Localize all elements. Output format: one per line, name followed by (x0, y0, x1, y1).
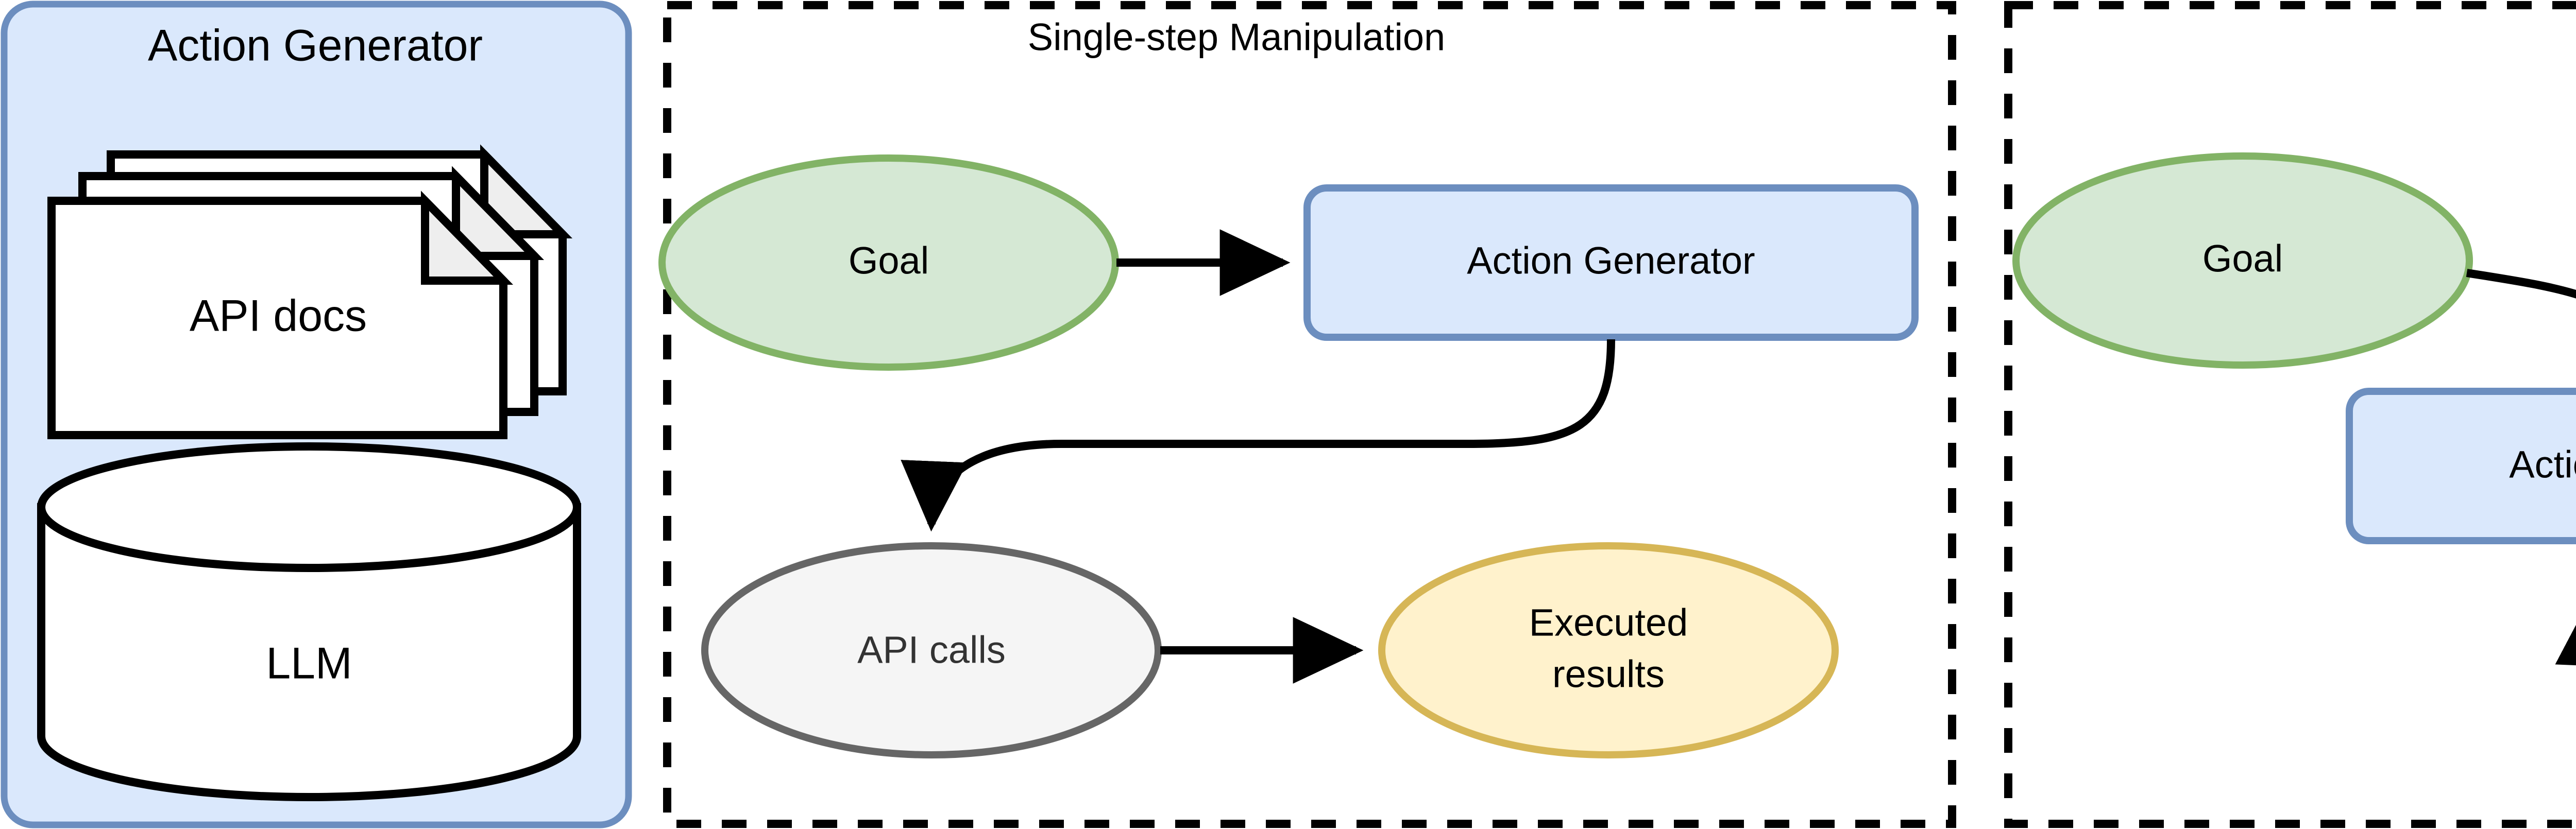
single-step-action-generator-label: Action Generator (1467, 239, 1755, 282)
multi-step-panel-border (2004, 1, 2576, 828)
action-generator-panel-title: Action Generator (148, 21, 483, 71)
single-step-executed-results-label-line2: results (1552, 653, 1665, 696)
panel-action-generator (1, 1, 632, 828)
panel-multi-step (2004, 1, 2576, 828)
llm-cylinder-top (37, 442, 581, 572)
multi-step-goal-label: Goal (2202, 237, 2283, 280)
llm-cylinder-icon (37, 442, 581, 801)
api-docs-sheet-front (47, 197, 507, 439)
single-step-goal-label: Goal (849, 239, 929, 282)
single-step-panel-border (663, 1, 1956, 828)
edge-ms-goal-to-action-generator (2466, 269, 2576, 299)
panel-single-step (658, 1, 1956, 828)
single-step-api-calls-label: API calls (857, 629, 1006, 671)
single-step-executed-results-node (1378, 542, 1839, 758)
llm-label: LLM (266, 639, 352, 688)
single-step-action-generator-node (1303, 184, 1919, 341)
api-docs-icon (47, 144, 573, 439)
multi-step-goal-node (2012, 152, 2473, 369)
llm-cylinder-body (37, 503, 581, 801)
single-step-api-calls-node (701, 542, 1162, 758)
multi-step-action-generator-label: Action Generator (2509, 443, 2576, 486)
api-docs-fold-middle (452, 166, 545, 260)
api-docs-fold-back (480, 144, 573, 238)
single-step-goal-node (658, 154, 1119, 371)
api-docs-fold-front (421, 191, 514, 285)
api-docs-label: API docs (190, 291, 367, 341)
single-step-panel-title: Single-step Manipulation (1028, 16, 1445, 59)
single-step-executed-results-label-line1: Executed (1529, 601, 1688, 644)
multi-step-action-generator-node (2346, 388, 2576, 544)
edge-action-generator-to-api-calls (901, 339, 1615, 532)
